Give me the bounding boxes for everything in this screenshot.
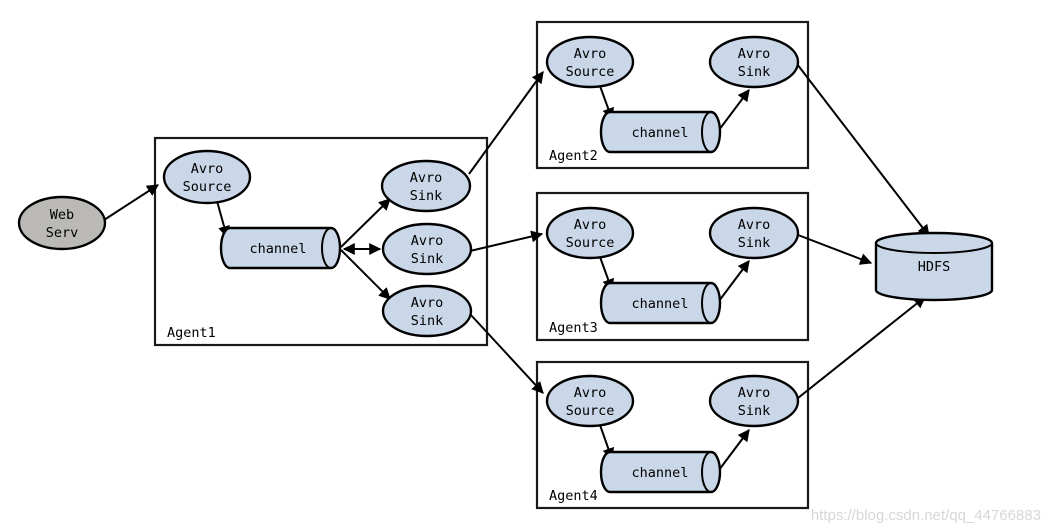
edge-agent4-sink-to-hdfs: [797, 296, 926, 399]
agent4-label: Agent4: [549, 488, 598, 504]
agent4-avro-source-node: [545, 374, 635, 428]
agent1-sink2-label-line2: Sink: [411, 251, 444, 267]
edge-agent1-channel-to-sink1: [340, 198, 391, 248]
hdfs-cylinder: [874, 231, 994, 302]
agent3-label: Agent3: [549, 320, 598, 336]
agent2-label: Agent2: [549, 148, 598, 164]
agent1-sink1-label-line2: Sink: [410, 188, 443, 204]
agent1-channel-cap: [321, 227, 332, 269]
agent4-channel-label: channel: [632, 465, 689, 481]
agent1-sink2-label-line1: Avro: [411, 233, 444, 249]
edge-agent1-channel-to-sink3: [340, 249, 391, 300]
agent4-sink-label-line1: Avro: [738, 385, 771, 401]
hdfs-label: HDFS: [918, 259, 951, 275]
agent1-source-label-line2: Source: [183, 179, 232, 195]
agent3-avro-sink-node: [708, 206, 800, 260]
web-server-label-line1: Web: [50, 207, 74, 223]
edges: [103, 63, 930, 475]
hdfs-cylinder-rim: [875, 242, 993, 254]
agent1-avro-source-node: [162, 149, 252, 205]
agent3-sink-label-line2: Sink: [738, 235, 771, 251]
agent4-avro-sink-node: [708, 374, 800, 428]
edge-agent2-sink-to-hdfs: [796, 63, 930, 237]
edge-agent3-sink-to-hdfs: [797, 234, 873, 265]
agent3-avro-source-node: [545, 206, 635, 260]
agent3-channel-label: channel: [632, 296, 689, 312]
agent2-avro-sink-node: [708, 35, 800, 89]
agent1-avro-sink2-node: [381, 222, 473, 276]
agent1-sink3-label-line2: Sink: [411, 313, 444, 329]
edge-webserv-to-agent1-source: [103, 184, 160, 221]
agent4-source-label-line2: Source: [566, 403, 615, 419]
agent2-channel-cap: [701, 111, 712, 153]
agent4-channel-cap: [701, 451, 712, 493]
edge-agent3-channel-to-sink: [715, 260, 750, 306]
edge-agent4-channel-to-sink: [715, 429, 750, 475]
agent3-sink-label-line1: Avro: [738, 217, 771, 233]
agent3-source-label-line2: Source: [566, 235, 615, 251]
watermark-text: https://blog.csdn.net/qq_44766883: [811, 507, 1041, 524]
agent1-sink3-label-line1: Avro: [411, 295, 444, 311]
agent1-sink1-label-line1: Avro: [410, 170, 443, 186]
agent4-sink-label-line2: Sink: [738, 403, 771, 419]
agent4-source-label-line1: Avro: [574, 385, 607, 401]
agent3-source-label-line1: Avro: [574, 217, 607, 233]
agent2-source-label-line1: Avro: [574, 46, 607, 62]
agent1-source-label-line1: Avro: [191, 161, 224, 177]
web-server-node: [17, 195, 107, 251]
edge-sink2-to-agent3-source: [469, 230, 544, 252]
agent2-avro-source-node: [545, 35, 635, 89]
agent2-source-label-line2: Source: [566, 64, 615, 80]
agent1-avro-sink3-node: [381, 284, 473, 338]
edge-sink1-to-agent2-source: [468, 71, 544, 175]
agent2-sink-label-line2: Sink: [738, 64, 771, 80]
agent2-channel-label: channel: [632, 125, 689, 141]
agent1-label: Agent1: [167, 325, 216, 341]
agent1-avro-sink1-node: [380, 159, 472, 213]
web-server-label-line2: Serv: [46, 225, 79, 241]
agent2-sink-label-line1: Avro: [738, 46, 771, 62]
edge-sink3-to-agent4-source: [469, 313, 544, 394]
agent1-channel-label: channel: [250, 241, 307, 257]
agent3-channel-cap: [701, 282, 712, 324]
edge-agent2-channel-to-sink: [715, 89, 750, 135]
